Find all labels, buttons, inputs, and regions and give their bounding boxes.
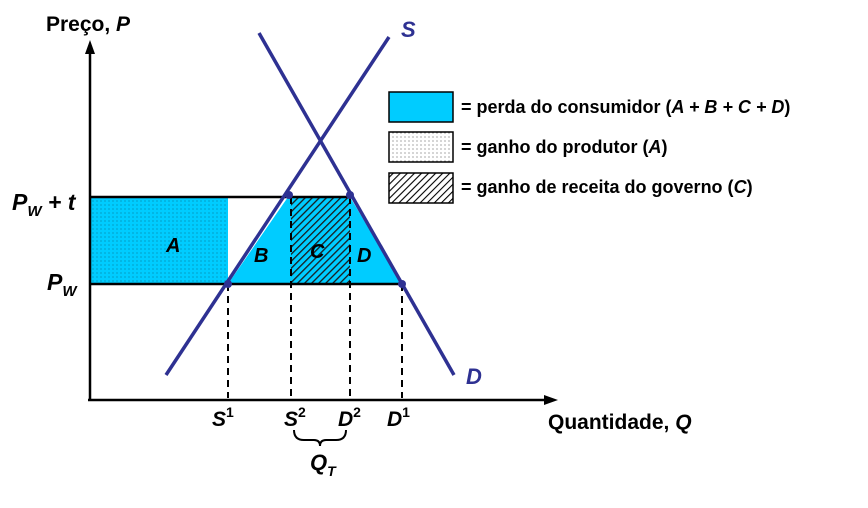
supply-label: S: [401, 17, 416, 42]
demand-curve: [257, 32, 456, 376]
area-c-label: C: [310, 241, 325, 263]
quantity-s2-label: S2: [284, 404, 306, 431]
legend-swatch-consumer-loss: [388, 91, 454, 123]
quantity-d1-label: D1: [387, 404, 410, 431]
qt-label: QT: [310, 450, 337, 479]
area-d-label: D: [357, 245, 371, 267]
legend-text-consumer-loss: = perda do consumidor (A + B + C + D): [461, 97, 790, 117]
legend-text-producer-gain: = ganho do produtor (A): [461, 137, 667, 157]
point-d2: [346, 191, 354, 199]
quantity-d2-label: D2: [338, 404, 361, 431]
pw-label: PW: [47, 269, 78, 300]
y-axis-arrow: [85, 40, 95, 54]
quantity-s1-label: S1: [212, 404, 234, 431]
legend-swatch-government-revenue: [388, 172, 454, 204]
x-axis-arrow: [544, 395, 558, 405]
pw-plus-t-label: PW + t: [12, 189, 77, 220]
legend: = perda do consumidor (A + B + C + D) = …: [388, 91, 790, 204]
area-a-fill: [90, 197, 228, 284]
legend-swatch-producer-gain: [388, 131, 454, 163]
area-b-cyan: [228, 197, 291, 284]
area-c-fill: [291, 197, 350, 284]
point-d1: [398, 280, 406, 288]
area-b-label: B: [254, 245, 268, 267]
supply-curve: [164, 36, 391, 376]
point-s2: [285, 191, 293, 199]
y-axis-label: Preço, P: [46, 13, 131, 36]
legend-text-government-revenue: = ganho de receita do governo (C): [461, 177, 753, 197]
x-axis-label: Quantidade, Q: [548, 411, 692, 434]
area-a-label: A: [165, 235, 180, 257]
qt-brace: [293, 429, 347, 447]
point-s1: [224, 280, 232, 288]
demand-label: D: [466, 364, 482, 389]
